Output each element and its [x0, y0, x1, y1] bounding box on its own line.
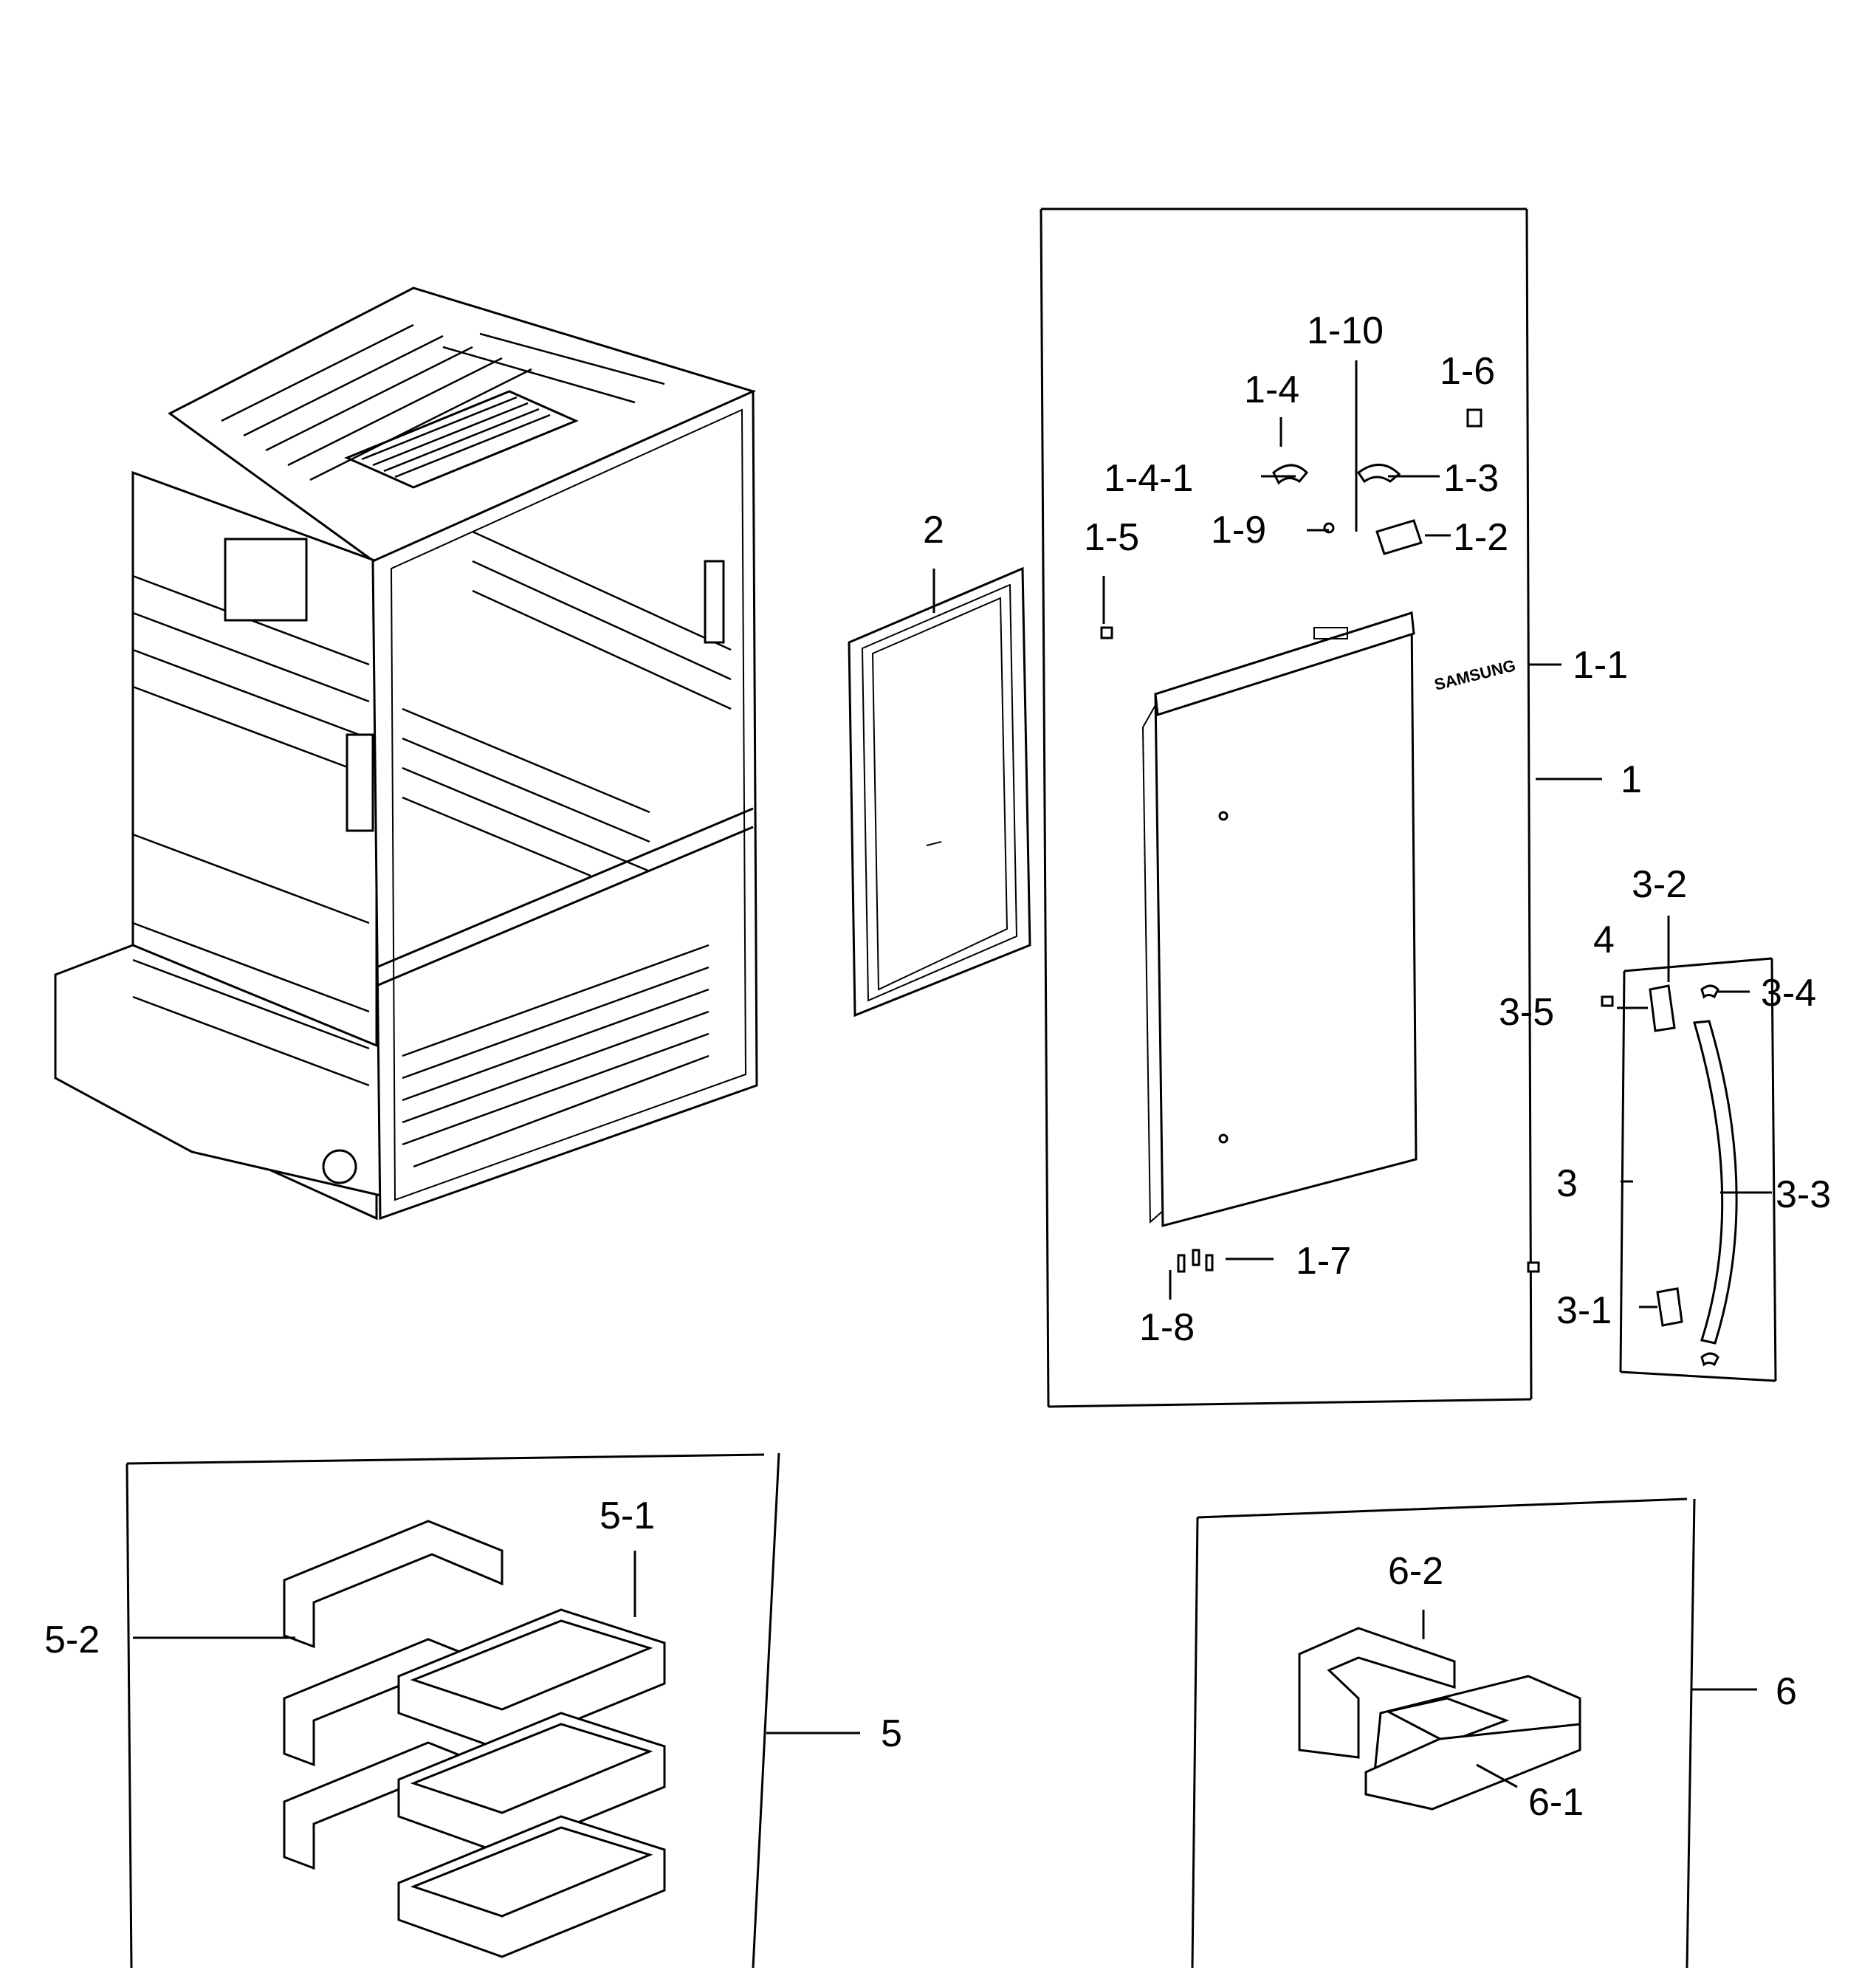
callout-6: 6 — [1776, 1670, 1797, 1713]
callout-1-3: 1-3 — [1443, 457, 1499, 500]
small-door-bins — [1298, 1627, 1581, 1811]
callout-1-4: 1-4 — [1244, 368, 1299, 411]
door-bins-frame — [126, 1452, 780, 1969]
callout-6-2: 6-2 — [1388, 1550, 1443, 1593]
callout-3-3: 3-3 — [1776, 1173, 1831, 1216]
refrigerator-cabinet — [54, 286, 758, 1221]
callout-4: 4 — [1593, 919, 1615, 961]
door-gasket — [848, 566, 1031, 1018]
callout-3: 3 — [1556, 1162, 1578, 1205]
callout-1-8: 1-8 — [1139, 1306, 1195, 1349]
door-handle — [1527, 984, 1738, 1367]
callout-1: 1 — [1621, 758, 1642, 801]
callout-2: 2 — [923, 509, 944, 552]
handle-assembly-frame — [1619, 957, 1777, 1382]
callout-1-6: 1-6 — [1440, 350, 1495, 393]
door-small-parts — [1100, 408, 1482, 1273]
callout-1-2: 1-2 — [1453, 516, 1508, 559]
small-bins-frame — [1191, 1497, 1696, 1969]
callout-3-2: 3-2 — [1632, 863, 1687, 906]
callout-1-9: 1-9 — [1211, 509, 1266, 552]
door-bins — [283, 1520, 666, 1958]
callout-1-10: 1-10 — [1307, 309, 1384, 352]
callout-3-4: 3-4 — [1761, 972, 1816, 1015]
brand-logo-samsung: SAMSUNG — [1432, 656, 1517, 693]
callout-5-1: 5-1 — [599, 1495, 655, 1537]
callout-1-4-1: 1-4-1 — [1104, 457, 1193, 500]
callout-1-1: 1-1 — [1573, 644, 1628, 687]
door-assembly-frame — [1040, 207, 1533, 1408]
callout-5-2: 5-2 — [44, 1619, 100, 1661]
callout-1-7: 1-7 — [1296, 1240, 1351, 1283]
callout-3-5: 3-5 — [1499, 991, 1554, 1034]
callout-5: 5 — [881, 1712, 902, 1755]
refrigerator-door — [1141, 611, 1418, 1227]
callout-1-5: 1-5 — [1084, 516, 1139, 559]
callout-6-1: 6-1 — [1528, 1781, 1584, 1824]
callout-3-1: 3-1 — [1556, 1289, 1612, 1332]
